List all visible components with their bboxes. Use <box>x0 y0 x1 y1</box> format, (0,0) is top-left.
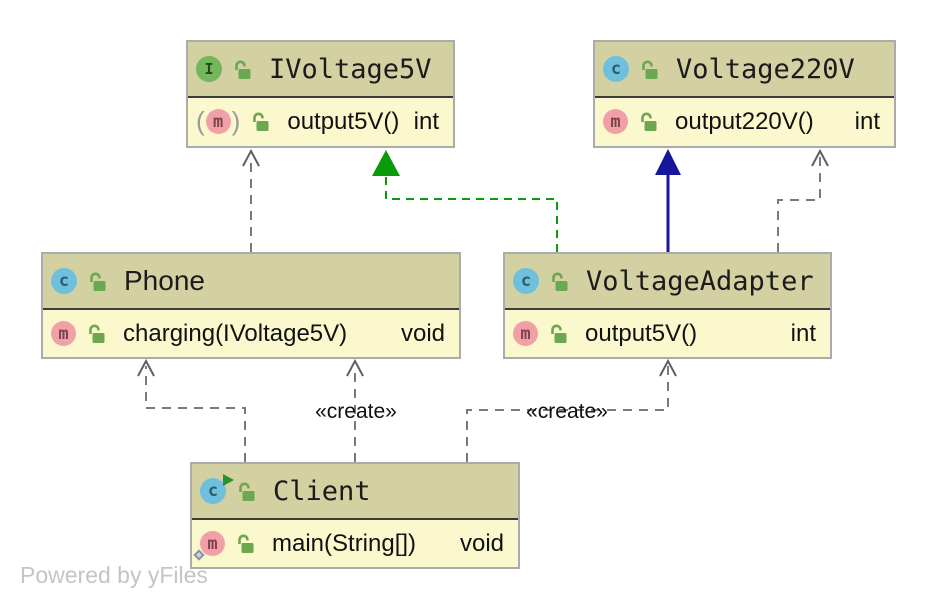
edge-create-client-phone[interactable]: «create» <box>315 358 397 462</box>
class-icon: c <box>603 56 629 82</box>
interface-node-ivoltage5v[interactable]: I IVoltage5V m output5V() int <box>186 40 455 148</box>
class-icon: c <box>51 268 77 294</box>
method-icon: m <box>205 109 231 134</box>
public-lock-icon <box>642 60 658 79</box>
create-label: «create» <box>526 400 608 423</box>
node-header: c Phone <box>43 254 459 310</box>
class-icon: c <box>200 478 226 504</box>
edge-realization-voltageadapter-ivoltage5v[interactable] <box>372 150 558 252</box>
runnable-marker-icon <box>223 474 234 486</box>
node-title: VoltageAdapter <box>586 265 814 297</box>
public-lock-icon <box>89 324 105 343</box>
public-lock-icon <box>238 534 254 553</box>
member-signature: main(String[]) <box>272 529 417 557</box>
public-lock-icon <box>90 272 106 291</box>
class-node-phone[interactable]: c Phone m charging(IVoltage5V) void <box>41 252 461 359</box>
node-header: c Client <box>192 464 518 520</box>
edge-create-client-voltageadapter[interactable]: «create» <box>466 358 677 462</box>
method-icon: m <box>603 109 628 134</box>
class-icon: c <box>513 268 539 294</box>
edge-dependency-client-phone[interactable] <box>137 358 246 462</box>
class-node-voltage220v[interactable]: c Voltage220V m output220V() int <box>593 40 896 148</box>
member-row[interactable]: m output5V() int <box>505 310 830 357</box>
method-icon: m <box>51 321 76 346</box>
member-row[interactable]: m main(String[]) void <box>192 520 518 567</box>
public-lock-icon <box>253 112 269 131</box>
class-node-client[interactable]: c Client m main(String[]) void <box>190 462 520 569</box>
abstract-method-icon: m <box>196 106 240 137</box>
interface-icon: I <box>196 56 222 82</box>
edge-dependency-phone-ivoltage5v[interactable] <box>242 148 260 252</box>
member-return-type: void <box>400 319 445 347</box>
public-lock-icon <box>239 482 255 501</box>
public-lock-icon <box>552 272 568 291</box>
node-title: Phone <box>124 265 205 296</box>
node-header: c VoltageAdapter <box>505 254 830 310</box>
class-node-voltageadapter[interactable]: c VoltageAdapter m output5V() int <box>503 252 832 359</box>
edge-extends-voltageadapter-voltage220v[interactable] <box>655 149 681 252</box>
yfiles-watermark: Powered by yFiles <box>20 562 208 588</box>
node-title: Client <box>273 475 371 507</box>
member-signature: output5V() <box>585 319 698 347</box>
public-lock-icon <box>641 112 657 131</box>
member-row[interactable]: m charging(IVoltage5V) void <box>43 310 459 357</box>
member-signature: output5V() <box>287 107 400 135</box>
node-title: IVoltage5V <box>269 53 432 85</box>
node-header: I IVoltage5V <box>188 42 453 98</box>
member-signature: output220V() <box>675 107 814 135</box>
public-lock-icon <box>235 60 251 79</box>
method-icon: m <box>513 321 538 346</box>
node-title: Voltage220V <box>676 53 855 85</box>
member-row[interactable]: m output5V() int <box>188 98 453 145</box>
create-label: «create» <box>315 400 397 423</box>
edge-dependency-voltageadapter-voltage220v[interactable] <box>777 148 829 252</box>
public-lock-icon <box>551 324 567 343</box>
member-return-type: int <box>790 319 816 347</box>
member-return-type: int <box>854 107 880 135</box>
member-signature: charging(IVoltage5V) <box>123 319 348 347</box>
node-header: c Voltage220V <box>595 42 894 98</box>
member-return-type: void <box>459 529 504 557</box>
member-return-type: int <box>413 107 439 135</box>
member-row[interactable]: m output220V() int <box>595 98 894 145</box>
method-icon: m <box>200 531 225 556</box>
